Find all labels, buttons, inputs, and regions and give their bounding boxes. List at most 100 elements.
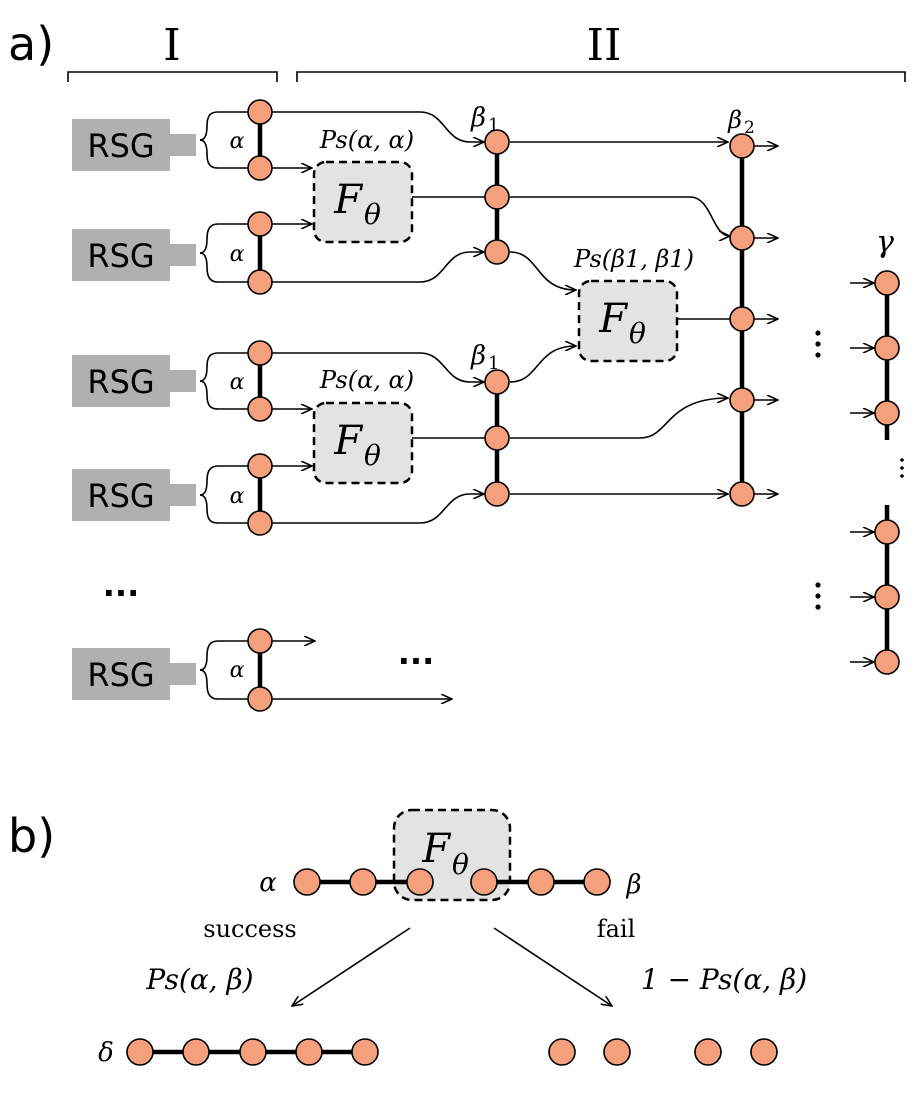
photon-node	[484, 481, 510, 507]
fusion-gate-label: F	[598, 296, 628, 342]
rsg-label: RSG	[87, 127, 154, 165]
success-label: success	[203, 915, 297, 943]
rsg-source-3: RSG	[72, 355, 196, 407]
photon-node	[729, 306, 755, 332]
fusion-gate-subscript: θ	[629, 317, 646, 350]
delta-node	[182, 1038, 210, 1066]
delta-node	[126, 1038, 154, 1066]
ellipsis-rsg: ...	[103, 566, 139, 604]
ellipsis-wires: ...	[398, 634, 434, 672]
beta1-chain-lower: β 1	[470, 341, 499, 494]
photon-node	[874, 335, 900, 361]
photon-node	[729, 387, 755, 413]
delta-node	[239, 1038, 267, 1066]
rsg-source-2: RSG	[72, 229, 196, 281]
photon-node	[484, 369, 510, 395]
rsg-label: RSG	[87, 363, 154, 401]
photon-node	[247, 510, 273, 536]
rsg-source-4: RSG	[72, 469, 196, 521]
photon-node	[247, 155, 273, 181]
region-I-label: I	[163, 20, 180, 71]
photon-node	[247, 396, 273, 422]
photon-node	[484, 129, 510, 155]
region-II-label: II	[587, 20, 622, 71]
beta2-subscript: 2	[744, 118, 755, 138]
rsg-source-5: RSG	[72, 648, 196, 700]
fail-label: fail	[597, 915, 636, 943]
alpha-node	[349, 868, 377, 896]
beta1-chain-upper: β 1	[470, 103, 499, 252]
photon-node	[729, 225, 755, 251]
delta-node	[351, 1038, 379, 1066]
photon-node	[247, 99, 273, 125]
photon-node	[729, 481, 755, 507]
photon-node	[874, 270, 900, 296]
alpha-label: α	[259, 868, 277, 898]
beta1-label: β	[470, 103, 486, 133]
failed-node	[548, 1038, 576, 1066]
success-probability-label: Ps(β1, β1)	[573, 245, 694, 273]
photon-node	[484, 184, 510, 210]
rsg-box	[72, 119, 170, 171]
failed-node	[750, 1038, 778, 1066]
rsg-label: RSG	[87, 477, 154, 515]
fusion-gate-label: F	[333, 418, 363, 464]
photon-node	[247, 686, 273, 712]
photon-node	[874, 649, 900, 675]
rsg-source-1: RSG	[72, 119, 196, 171]
alpha-node	[406, 868, 434, 896]
alpha-label: α	[230, 370, 245, 395]
rsg-label: RSG	[87, 237, 154, 275]
failed-node	[603, 1038, 631, 1066]
region-II-bracket: II	[296, 20, 906, 82]
success-probability-label: Ps(α, β)	[145, 963, 253, 996]
success-arrow	[292, 927, 411, 1006]
photon-node	[874, 584, 900, 610]
photon-node	[484, 425, 510, 451]
success-probability-label: Ps(α, α)	[319, 366, 414, 394]
ellipsis-marks: ... ...	[103, 330, 904, 672]
delta-label: δ	[98, 1038, 114, 1068]
photon-node	[247, 453, 273, 479]
fusion-gate-1: F θ Ps(α, α)	[312, 126, 414, 244]
beta-label: β	[625, 870, 641, 900]
panel-a-label: a)	[8, 17, 54, 71]
delta-node	[295, 1038, 323, 1066]
photon-node	[247, 340, 273, 366]
alpha-label: α	[230, 658, 245, 683]
beta1-subscript: 1	[488, 353, 499, 374]
fusion-gate-label: F	[421, 826, 451, 872]
beta2-chain: β 2	[727, 106, 755, 494]
vertical-ellipsis	[815, 330, 904, 610]
photon-node	[874, 519, 900, 545]
alpha-label: α	[230, 129, 245, 154]
panel-b-label: b)	[8, 809, 55, 863]
photon-node	[247, 628, 273, 654]
alpha-label: α	[230, 484, 245, 509]
fusion-gate-subscript: θ	[364, 439, 381, 472]
failed-node	[694, 1038, 722, 1066]
beta-node	[470, 868, 498, 896]
alpha-node	[293, 868, 321, 896]
panel-b-fusion: F θ α β	[259, 808, 642, 902]
nodes-panel-a	[247, 99, 900, 712]
alpha-label: α	[230, 242, 245, 267]
photon-node	[484, 239, 510, 265]
fail-arrow	[493, 927, 612, 1006]
beta1-label: β	[470, 341, 486, 371]
beta2-label: β	[727, 106, 742, 134]
region-I-bracket: I	[67, 20, 278, 82]
photon-node	[247, 211, 273, 237]
photon-node	[247, 269, 273, 295]
fusion-gate-subscript: θ	[452, 848, 469, 881]
fusion-gate-subscript: θ	[364, 198, 381, 231]
rsg-label: RSG	[87, 656, 154, 694]
fusion-gate-3: F θ Ps(α, α)	[312, 366, 414, 485]
photon-node	[729, 133, 755, 159]
wires	[272, 111, 874, 699]
panel-b-outcomes: success Ps(α, β) fail 1 − Ps(α, β) δ	[98, 915, 807, 1068]
gamma-label: γ	[876, 225, 894, 260]
photon-node	[874, 400, 900, 426]
beta-node	[583, 868, 611, 896]
